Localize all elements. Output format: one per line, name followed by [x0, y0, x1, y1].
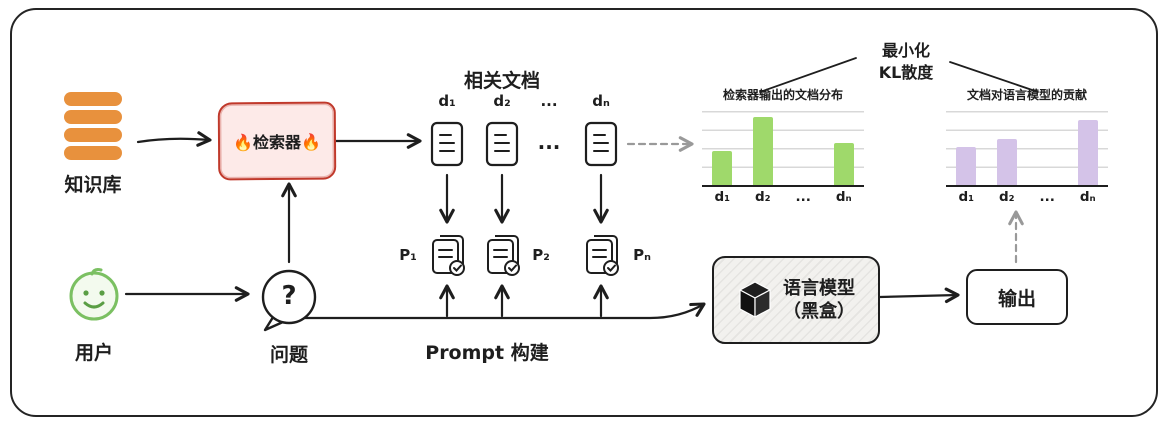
axis-label: d₁ — [714, 189, 731, 205]
bar — [1077, 120, 1098, 185]
relevant-docs-title: 相关文档 — [463, 70, 540, 92]
axis-label: d₂ — [754, 189, 771, 205]
bar-slot — [946, 109, 987, 185]
prompt-document-icon — [487, 235, 520, 276]
question-label: 问题 — [269, 344, 308, 366]
database-icon — [64, 92, 122, 160]
output-box: 输出 — [966, 269, 1068, 325]
bar — [833, 143, 854, 185]
doc-label-dn: dₙ — [592, 92, 610, 110]
doc-label-ellipsis: ... — [540, 92, 558, 110]
bar-slot — [702, 109, 743, 185]
bar-slot — [1027, 109, 1068, 185]
bar-slot — [824, 109, 865, 185]
docs-row-ellipsis: ... — [537, 130, 561, 154]
axis-label: ... — [795, 189, 811, 205]
cube-icon — [739, 281, 771, 318]
speech-bubble-icon — [261, 269, 317, 332]
axis-label: d₂ — [998, 189, 1015, 205]
prompt-document-icon — [432, 235, 465, 276]
user-label: 用户 — [74, 342, 113, 364]
kl-line1: 最小化 — [881, 41, 930, 60]
bar-slot — [987, 109, 1028, 185]
retriever-label: 🔥检索器🔥 — [233, 132, 321, 153]
chart-axis-labels: d₁ d₂... dₙ — [946, 189, 1108, 205]
prompt-document-icon — [586, 235, 619, 276]
user-icon — [69, 268, 119, 321]
axis-label: dₙ — [835, 189, 852, 205]
bar-slot — [1068, 109, 1109, 185]
document-icon — [430, 121, 464, 167]
prompt-label-pn: Pₙ — [633, 246, 651, 264]
bar — [712, 150, 733, 185]
bar — [752, 116, 773, 185]
prompt-label-p2: P₂ — [532, 246, 550, 264]
bar-slot — [783, 109, 824, 185]
knowledge-base-label: 知识库 — [64, 174, 122, 196]
bar — [956, 147, 977, 185]
axis-label: ... — [1039, 189, 1055, 205]
chart-title: 文档对语言模型的贡献 — [966, 88, 1087, 102]
axis-label: d₁ — [958, 189, 975, 205]
diagram-outer-frame — [10, 8, 1158, 417]
kl-annotation: 最小化 KL散度 — [856, 40, 956, 83]
chart-plot — [946, 109, 1108, 187]
doc-label-d2: d₂ — [493, 92, 511, 110]
lm-contribution-chart: 文档对语言模型的贡献 d₁ d₂... dₙ — [946, 86, 1108, 205]
bar-slot — [743, 109, 784, 185]
retriever-box: 🔥检索器🔥 — [217, 101, 337, 181]
retriever-distribution-chart: 检索器输出的文档分布 d₁ d₂... dₙ — [702, 86, 864, 205]
prompt-label-p1: P₁ — [399, 246, 417, 264]
chart-title: 检索器输出的文档分布 — [722, 88, 843, 102]
language-model-box: 语言模型 （黑盒） — [712, 256, 880, 344]
axis-label: dₙ — [1079, 189, 1096, 205]
prompt-build-label: Prompt 构建 — [425, 342, 549, 364]
chart-axis-labels: d₁ d₂... dₙ — [702, 189, 864, 205]
kl-line2: KL散度 — [878, 62, 934, 82]
chart-plot — [702, 109, 864, 187]
language-model-label-line1: 语言模型 — [783, 277, 855, 299]
doc-label-d1: d₁ — [438, 92, 456, 110]
bar — [996, 139, 1017, 185]
question-mark: ? — [281, 281, 297, 311]
output-label: 输出 — [997, 287, 1036, 310]
document-icon — [584, 121, 618, 167]
language-model-label-line2: （黑盒） — [783, 301, 855, 322]
document-icon — [485, 121, 519, 167]
